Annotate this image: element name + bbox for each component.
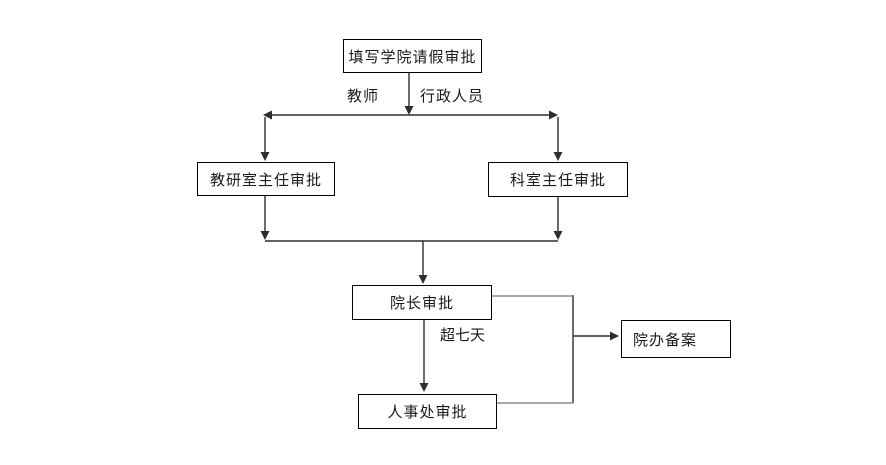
arrowhead-right-record [610, 331, 619, 341]
edge-label-over-seven-days: 超七天 [440, 326, 486, 344]
node-fill-leave-form: 填写学院请假审批 [343, 39, 482, 73]
edge-label-teacher: 教师 [347, 87, 380, 105]
arrowhead-down-section [553, 152, 563, 161]
node-section-director-approval: 科室主任审批 [488, 162, 628, 197]
edge-label-admin-staff: 行政人员 [420, 87, 485, 105]
arrowhead-right-split [549, 110, 558, 120]
node-teaching-office-director-approval: 教研室主任审批 [197, 162, 335, 196]
arrowhead-down-hr [419, 383, 429, 392]
arrowhead-left-split [263, 110, 272, 120]
arrowhead-down-split [404, 106, 414, 115]
arrowhead-down-dean [418, 275, 428, 284]
arrowhead-down-teaching [260, 152, 270, 161]
node-college-office-record: 院办备案 [621, 320, 731, 358]
node-dean-approval: 院长审批 [352, 285, 492, 320]
arrowhead-down-merge-left [260, 231, 270, 240]
node-hr-department-approval: 人事处审批 [358, 394, 497, 429]
arrowhead-down-merge-right [553, 231, 563, 240]
